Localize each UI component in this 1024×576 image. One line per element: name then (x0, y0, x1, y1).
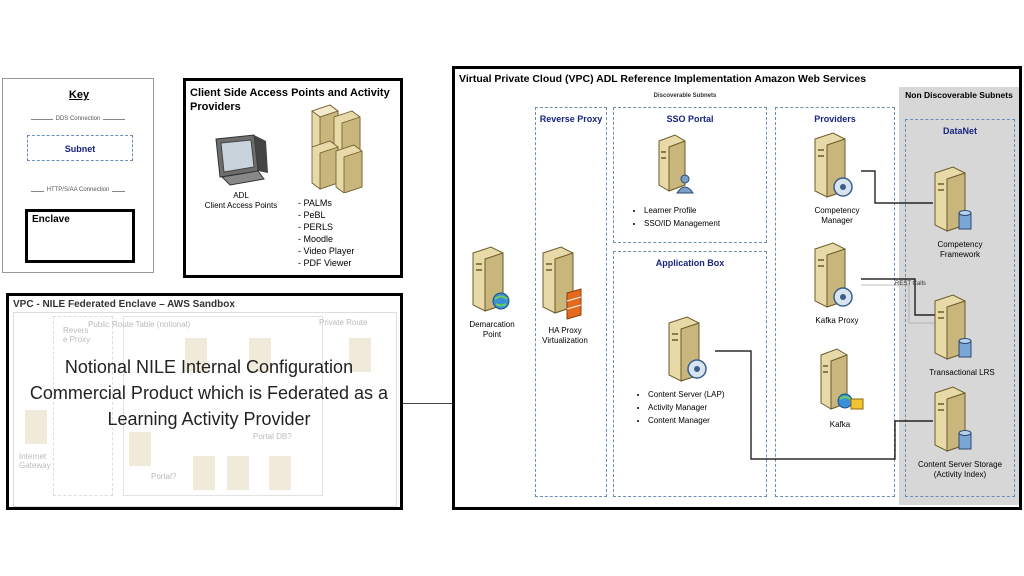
reverse-proxy-subnet: Reverse Proxy (535, 107, 607, 497)
sso-feature-item: Learner Profile (644, 204, 720, 217)
server-database-icon (934, 386, 972, 452)
faded-server-icon (269, 456, 291, 490)
vpc-title: Virtual Private Cloud (VPC) ADL Referenc… (459, 73, 867, 85)
sso-feature-item: SSO/ID Management (644, 217, 720, 230)
enclave-legend-label: Enclave (32, 214, 70, 225)
enclave-connector-line (403, 403, 453, 404)
application-box-list: Content Server (LAP) Activity Manager Co… (636, 388, 724, 427)
datanet-title: DataNet (942, 126, 977, 136)
faded-server-icon (193, 456, 215, 490)
enclave-legend: Enclave (25, 209, 135, 263)
server-user-icon (658, 134, 694, 194)
provider-item: Moodle (298, 233, 354, 245)
ha-proxy-server: HA Proxy Virtualization (537, 245, 605, 346)
client-access-title: Client Side Access Points and Activity P… (190, 87, 390, 113)
transactional-lrs-label: Transactional LRS (929, 368, 995, 377)
kafka-server: Kafka (815, 347, 885, 430)
demarcation-point-label: Demarcation Point (469, 320, 515, 339)
content-server (663, 315, 717, 390)
faded-public-route: Public Route Table (notional) (88, 320, 191, 329)
faded-server-icon (249, 338, 271, 372)
https-connection-label: HTTP/S/AA Connection (43, 187, 113, 193)
nile-overlay-text: Notional NILE Internal Configuration Com… (29, 357, 389, 429)
competency-framework-server: Competency Framework (917, 165, 1013, 260)
transactional-lrs-server: Transactional LRS (917, 293, 1013, 378)
application-box-item: Content Manager (648, 414, 724, 427)
faded-route-table (123, 316, 323, 496)
nile-enclave-title: VPC - NILE Federated Enclave – AWS Sandb… (13, 299, 235, 310)
rest-calls-wire (861, 284, 955, 324)
faded-subnet (53, 316, 113, 496)
server-firewall-icon (542, 246, 582, 320)
server-gear-icon (814, 242, 853, 308)
provider-item: Video Player (298, 245, 355, 257)
competency-manager-label: Competency Manager (814, 206, 860, 225)
competency-manager-server: Competency Manager (805, 131, 885, 226)
kafka-proxy-server: Kafka Proxy (805, 241, 885, 326)
content-storage-label: Content Server Storage (Activity Index) (917, 460, 1003, 479)
provider-list: PALMs PeBL PERLS Moodle Video Player PDF… (298, 197, 355, 269)
faded-portal: Portal? (151, 472, 177, 481)
vpc-box: Virtual Private Cloud (VPC) ADL Referenc… (452, 66, 1022, 510)
subnet-legend: Subnet (27, 135, 133, 161)
dds-connection-legend: DDS Connection (13, 116, 143, 122)
providers-title: Providers (814, 114, 856, 124)
application-box-item: Activity Manager (648, 401, 724, 414)
kafka-label: Kafka (829, 420, 851, 429)
kafka-proxy-label: Kafka Proxy (815, 316, 859, 325)
application-box-item: Content Server (LAP) (648, 388, 724, 401)
faded-server-icon (129, 432, 151, 466)
application-box-title: Application Box (655, 258, 725, 268)
faded-server-icon (227, 456, 249, 490)
competency-framework-label: Competency Framework (937, 240, 983, 259)
competency-wire (861, 170, 933, 204)
server-gear-icon (814, 132, 853, 198)
faded-internet-gateway: Internet Gateway (19, 452, 51, 470)
provider-item: PDF Viewer (298, 257, 354, 269)
ha-proxy-label: HA Proxy Virtualization (542, 326, 588, 345)
faded-private-route: Private Route (319, 318, 368, 327)
dds-connection-label: DDS Connection (52, 116, 104, 122)
client-access-box: Client Side Access Points and Activity P… (183, 78, 403, 278)
monitor-icon (215, 134, 268, 186)
key-title: Key (68, 89, 90, 101)
server-globe-icon (472, 246, 510, 312)
faded-panel (13, 312, 397, 507)
demarcation-point-server: Demarcation Point (469, 245, 531, 340)
sso-portal-subnet: SSO Portal Learner Profile SSO/ID Manage… (613, 107, 767, 243)
faded-server-icon (349, 338, 371, 372)
server-database-icon (934, 294, 972, 360)
provider-item: PeBL (298, 209, 354, 221)
sso-server (655, 133, 699, 200)
content-server-wire (715, 350, 933, 460)
subnet-legend-label: Subnet (64, 144, 96, 154)
provider-item: PERLS (298, 221, 354, 233)
reverse-proxy-title: Reverse Proxy (539, 114, 603, 124)
sso-features-list: Learner Profile SSO/ID Management (632, 204, 720, 230)
faded-server-icon (25, 410, 47, 444)
content-storage-server: Content Server Storage (Activity Index) (907, 385, 1017, 480)
server-gear-icon (668, 316, 707, 382)
https-connection-legend: HTTP/S/AA Connection (13, 187, 143, 193)
provider-item: PALMs (298, 197, 354, 209)
faded-reverse-proxy: Revers e Proxy (63, 326, 91, 344)
application-box-subnet: Application Box Content Server (LAP) Act… (613, 251, 767, 497)
faded-portal-db: Portal DB? (253, 432, 292, 441)
sso-portal-title: SSO Portal (666, 114, 714, 124)
nile-enclave-box: VPC - NILE Federated Enclave – AWS Sandb… (6, 293, 403, 510)
server-stack-icon (311, 104, 363, 193)
server-globe-folder-icon (820, 348, 864, 410)
rest-calls-label: REST Calls (895, 281, 926, 287)
discoverable-subnets-label: Discoverable Subnets (653, 93, 717, 99)
server-database-icon (934, 166, 972, 232)
client-access-points-label: ADL Client Access Points (204, 191, 278, 210)
key-box: Key DDS Connection Subnet HTTP/S/AA Conn… (2, 78, 154, 273)
datanet-subnet: DataNet (905, 119, 1015, 497)
faded-server-icon (185, 338, 207, 372)
non-discoverable-label: Non Discoverable Subnets (905, 90, 1013, 100)
providers-subnet: Providers (775, 107, 895, 497)
nile-faded-diagram: Public Route Table (notional) Private Ro… (13, 312, 397, 507)
